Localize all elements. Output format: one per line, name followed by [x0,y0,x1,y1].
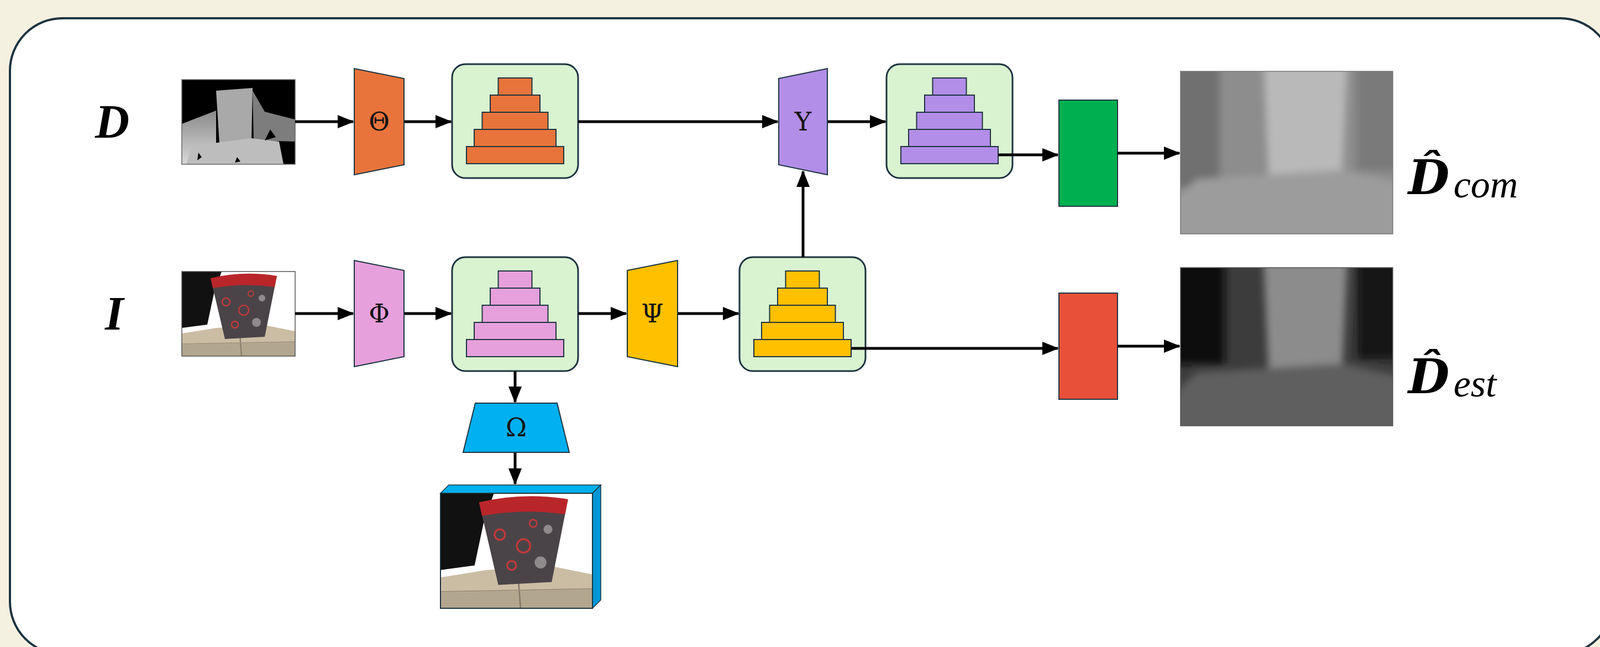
feature-pyramid [908,129,991,147]
flow-arrow [801,171,805,257]
feature-pyramid [466,339,564,357]
input-label: D [95,97,130,146]
image-decoder: Ω [463,402,570,453]
feature-pyramid [769,305,836,323]
module-symbol: Φ [368,299,390,328]
flow-arrow [1117,151,1180,155]
flow-arrow [827,120,886,124]
output-label: D̂ [1408,144,1450,211]
feature-pyramid [785,270,820,288]
estimation-head [1058,292,1118,400]
feature-pyramid [490,95,540,113]
trapezoid-outline [354,260,405,367]
flow-arrow [295,121,1180,484]
reconstructed-rgb-image [440,484,601,608]
flow-arrow [404,120,451,124]
feature-pyramid [452,256,579,371]
feature-pyramid [753,339,852,357]
output-subscript: est [1453,364,1497,403]
reconstructed-rgb-image [440,484,601,493]
feature-pyramid [916,112,983,130]
feature-pyramid [900,146,999,164]
feature-pyramid [466,146,564,164]
input-rgb-image [181,271,296,356]
feature-pyramid [474,129,556,147]
trapezoid-outline [778,68,828,175]
feature-pyramid [482,305,549,323]
estimated-depth-image [1169,256,1408,437]
module-symbol: Ψ [641,299,664,328]
module-symbol: Ω [505,413,527,442]
feature-pyramid [452,64,579,178]
output-label: D̂ [1408,343,1450,410]
input-depth-image [181,79,296,165]
feature-decoder: Ψ [627,260,678,367]
flow-arrow [295,312,354,316]
flow-arrow [677,312,739,316]
feature-pyramid [498,77,533,96]
reconstructed-rgb-image [440,492,593,608]
feature-pyramid [474,322,556,340]
feature-pyramid [482,112,549,130]
feature-pyramid [886,64,1013,178]
feature-pyramid [761,322,844,340]
depth-encoder: Θ [354,68,405,175]
feature-pyramid [739,256,866,371]
fusion-decoder: Υ [778,68,828,175]
output-subscript: com [1453,165,1519,204]
feature-pyramid [886,64,1013,178]
trapezoid-outline [354,68,405,175]
trapezoid-outline [627,260,678,367]
input-label: I [105,289,124,338]
feature-pyramid [777,287,828,306]
flow-arrow [578,120,778,124]
estimated-depth-image [1169,256,1408,437]
reconstructed-rgb-image [440,492,593,608]
completed-depth-image [1169,60,1407,245]
input-depth-image [181,79,296,165]
flow-arrow [578,312,627,316]
completed-depth-image [1169,60,1407,245]
input-depth-image [181,79,296,165]
input-rgb-image [181,271,296,356]
flow-arrow [998,153,1058,157]
completed-depth-image [1180,71,1393,234]
completion-head [1058,100,1118,207]
flow-arrow [295,120,354,124]
module-symbol: Θ [368,107,390,136]
feature-pyramid [490,287,540,306]
feature-pyramid [452,256,579,371]
flow-arrow [513,370,517,402]
estimated-depth-image [1180,267,1393,426]
flow-arrow [404,312,451,316]
feature-pyramid [924,95,975,113]
input-rgb-image [181,271,296,356]
feature-pyramid [452,64,579,178]
flow-arrow [1117,344,1180,348]
outer-panel [9,18,1600,647]
flow-arrow [513,452,517,484]
feature-pyramid [498,270,533,288]
image-encoder: Φ [354,260,405,367]
flow-arrow [851,347,1058,350]
feature-pyramid [739,256,866,371]
feature-pyramid [932,77,967,96]
reconstructed-rgb-image [592,484,601,608]
module-symbol: Υ [794,107,812,136]
trapezoid-outline [463,402,570,453]
